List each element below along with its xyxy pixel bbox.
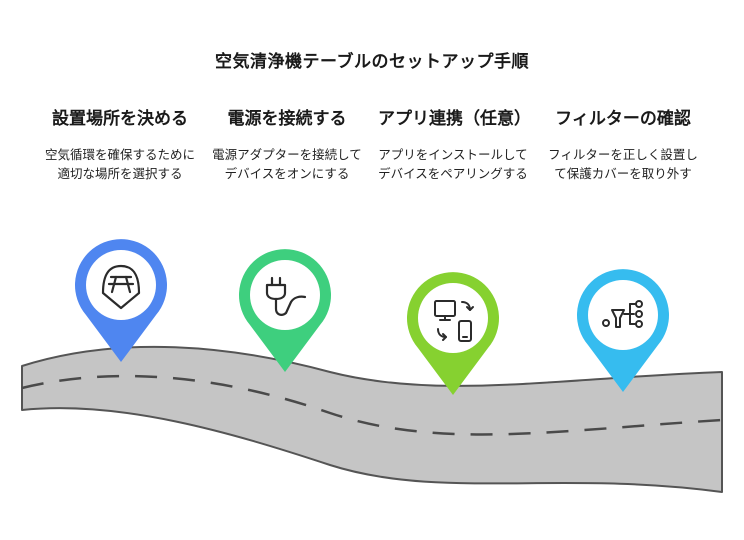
step-1: 設置場所を決める 空気循環を確保するために適切な場所を選択する <box>45 108 195 183</box>
power-plug-icon <box>265 276 307 316</box>
step-3-description: アプリをインストールしてデバイスをペアリングする <box>378 147 528 181</box>
step-2-marker <box>239 249 331 372</box>
step-1-title: 設置場所を決める <box>52 109 188 129</box>
step-2-title: 電源を接続する <box>227 109 347 129</box>
step-2: 電源を接続する 電源アダプターを接続してデバイスをオンにする <box>212 108 362 183</box>
picnic-table-icon <box>101 264 141 310</box>
step-3-title: アプリ連携（任意） <box>378 109 531 129</box>
step-3: アプリ連携（任意） アプリをインストールしてデバイスをペアリングする <box>378 108 531 183</box>
step-4-marker <box>577 269 670 392</box>
step-4: フィルターの確認 フィルターを正しく設置して保護カバーを取り外す <box>548 108 698 183</box>
step-4-title: フィルターの確認 <box>555 109 691 129</box>
step-1-marker <box>75 239 168 362</box>
filter-icon <box>602 300 643 328</box>
step-3-marker <box>407 272 500 395</box>
device-sync-icon <box>434 300 474 342</box>
step-4-description: フィルターを正しく設置して保護カバーを取り外す <box>548 147 698 181</box>
step-1-description: 空気循環を確保するために適切な場所を選択する <box>45 147 196 181</box>
road-center-line <box>21 374 723 436</box>
road <box>21 345 723 493</box>
diagram-title: 空気清浄機テーブルのセットアップ手順 <box>215 52 529 72</box>
step-2-description: 電源アダプターを接続してデバイスをオンにする <box>212 147 362 181</box>
